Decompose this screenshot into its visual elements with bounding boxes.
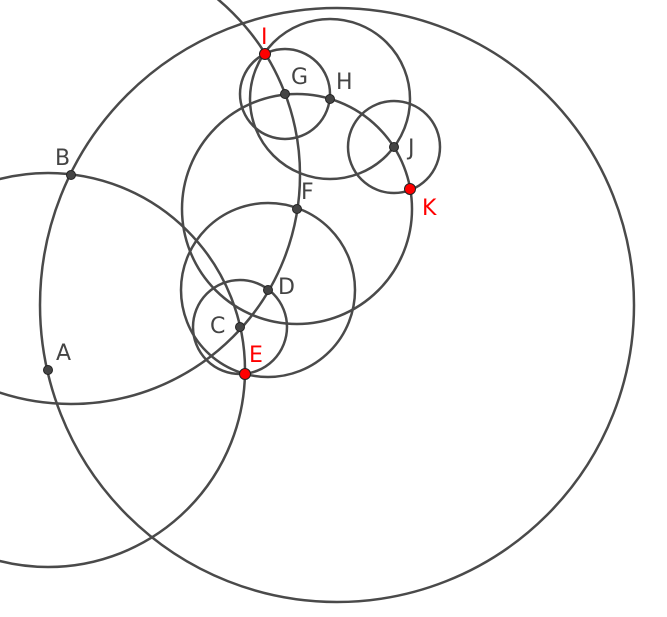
point-label-k: K xyxy=(422,196,437,221)
point-b[interactable] xyxy=(66,170,76,180)
point-label-h: H xyxy=(336,70,353,95)
circle-j[interactable] xyxy=(346,99,442,195)
circle-d[interactable] xyxy=(179,201,357,379)
big-circle[interactable] xyxy=(38,6,636,604)
point-f[interactable] xyxy=(292,204,302,214)
point-c[interactable] xyxy=(235,322,245,332)
point-h[interactable] xyxy=(325,94,335,104)
point-label-a: A xyxy=(56,341,71,366)
point-e[interactable] xyxy=(239,368,251,380)
point-label-g: G xyxy=(291,65,308,90)
point-a[interactable] xyxy=(43,365,53,375)
point-g[interactable] xyxy=(280,89,290,99)
circle-b[interactable] xyxy=(0,0,302,406)
point-label-j: J xyxy=(406,136,415,161)
circle-a[interactable] xyxy=(0,171,247,569)
point-label-f: F xyxy=(301,180,314,205)
circle-f[interactable] xyxy=(180,92,414,326)
point-label-b: B xyxy=(55,146,70,171)
point-j[interactable] xyxy=(389,142,399,152)
point-label-d: D xyxy=(278,275,295,300)
point-k[interactable] xyxy=(404,183,416,195)
point-label-c: C xyxy=(210,314,225,339)
point-i[interactable] xyxy=(259,48,271,60)
point-label-e: E xyxy=(249,343,263,368)
point-d[interactable] xyxy=(263,285,273,295)
circle-h[interactable] xyxy=(248,17,412,181)
point-label-i: I xyxy=(261,25,268,50)
